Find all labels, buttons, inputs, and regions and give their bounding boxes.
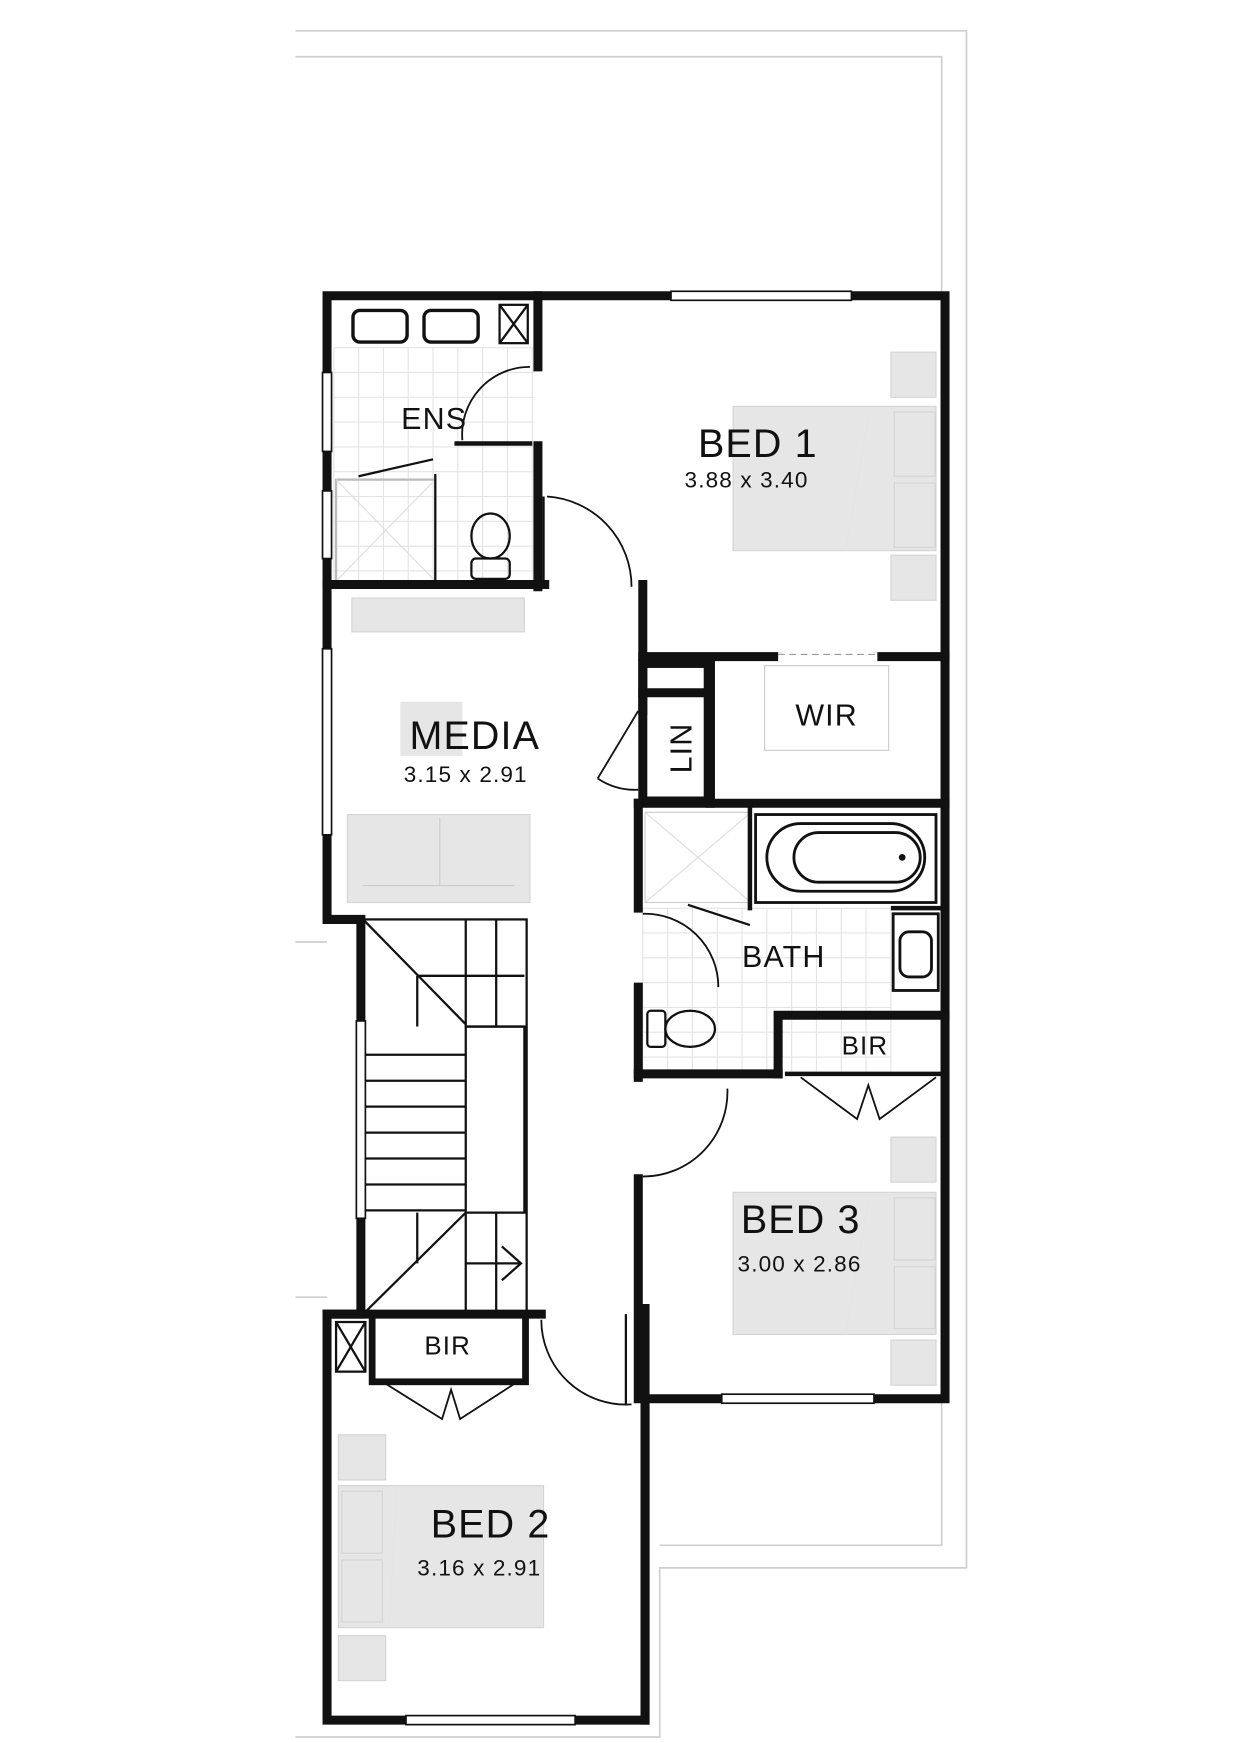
staircase	[361, 918, 528, 1316]
bed2-door	[540, 1319, 632, 1406]
room-size-bed3: 3.00 x 2.86	[738, 1251, 862, 1276]
room-labels: ENS BED 1 3.88 x 3.40 WIR LIN MEDIA 3.15…	[401, 402, 889, 1581]
wir-shelf	[764, 665, 890, 751]
bed1-side-table	[890, 351, 937, 398]
room-label-wir: WIR	[795, 698, 858, 732]
room-label-bed3: BED 3	[741, 1198, 861, 1242]
site-boundary	[295, 29, 968, 1738]
bed1-pillow	[893, 482, 936, 548]
bath-toilet-icon	[664, 1009, 717, 1048]
media-tv-unit	[351, 597, 525, 633]
room-label-media: MEDIA	[409, 714, 540, 758]
basin-icon	[422, 308, 480, 344]
bir-bed2-doors	[378, 1378, 522, 1421]
fixtures	[334, 303, 940, 1373]
windows	[321, 290, 878, 1726]
media-label-highlight	[400, 701, 463, 756]
room-label-bir-bed2: BIR	[424, 1333, 471, 1361]
media-sofa	[346, 813, 531, 904]
room-label-bed1: BED 1	[698, 422, 818, 466]
room-label-lin: LIN	[664, 723, 698, 774]
room-size-bed2: 3.16 x 2.91	[417, 1556, 541, 1581]
ens-door	[461, 365, 531, 441]
bed1-door	[546, 495, 633, 587]
room-label-ens: ENS	[401, 402, 467, 436]
bed3-door	[642, 1088, 729, 1178]
room-label-bath: BATH	[742, 940, 825, 974]
basin-icon	[351, 308, 409, 344]
toilet-icon	[470, 512, 511, 560]
doors	[378, 365, 937, 1421]
furniture	[337, 351, 937, 1682]
bir-bed3-doors	[800, 1076, 937, 1121]
room-size-media: 3.15 x 2.91	[404, 762, 528, 787]
room-size-bed1: 3.88 x 3.40	[685, 468, 809, 493]
bed1-pillow	[893, 411, 936, 477]
room-label-bed2: BED 2	[431, 1502, 551, 1546]
bath-tub-icon	[754, 813, 938, 904]
room-label-bir-bed3: BIR	[842, 1033, 889, 1061]
bath-basin-icon	[891, 912, 940, 992]
bed1-side-table	[890, 554, 937, 601]
bath-door	[642, 912, 720, 988]
lin-door	[596, 710, 640, 791]
